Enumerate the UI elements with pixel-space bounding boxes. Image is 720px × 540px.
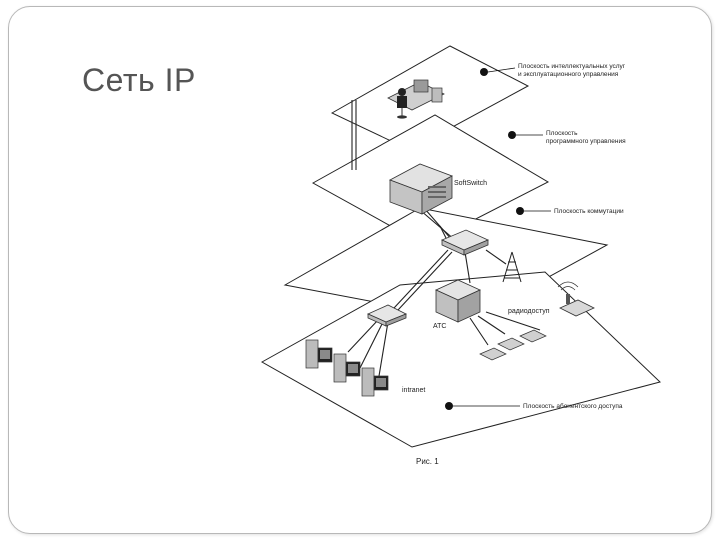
radio-tower-icon	[502, 251, 522, 283]
svg-text:Плоскость интеллектуальных усл: Плоскость интеллектуальных услуг	[518, 63, 626, 70]
computer-icon	[361, 367, 389, 397]
plane-access	[260, 271, 661, 448]
phone-icon	[519, 329, 547, 343]
figure-caption: Рис. 1	[416, 457, 439, 466]
callout-access: Плоскость абонентского доступа	[445, 402, 623, 410]
softswitch-server-icon	[389, 163, 453, 215]
callout-control: Плоскость программного управления	[508, 130, 626, 145]
slide-title: Сеть IP	[82, 62, 196, 98]
svg-text:Плоскость абонентского доступа: Плоскость абонентского доступа	[523, 402, 623, 410]
phone-icon	[497, 337, 525, 351]
radio-access-label: радиодоступ	[508, 308, 550, 315]
svg-text:и эксплуатационного управления: и эксплуатационного управления	[518, 71, 619, 78]
ats-label: АТС	[433, 323, 446, 330]
operator-workstation-icon	[387, 79, 445, 119]
callout-switching: Плоскость коммутации	[516, 207, 624, 215]
ats-exchange-icon	[435, 279, 481, 323]
phone-icon	[479, 347, 507, 361]
hub-icon	[367, 304, 407, 327]
intranet-label: intranet	[402, 387, 425, 394]
callout-services: Плоскость интеллектуальных услуг и экспл…	[480, 63, 626, 78]
computer-icon	[333, 353, 361, 383]
svg-text:Плоскость коммутации: Плоскость коммутации	[554, 208, 624, 215]
softswitch-label: SoftSwitch	[454, 180, 487, 187]
radio-access-phone-icon	[557, 281, 595, 317]
router-icon	[440, 229, 490, 256]
svg-text:программного управления: программного управления	[546, 138, 626, 145]
computer-icon	[305, 339, 333, 369]
svg-text:Плоскость: Плоскость	[546, 130, 578, 137]
